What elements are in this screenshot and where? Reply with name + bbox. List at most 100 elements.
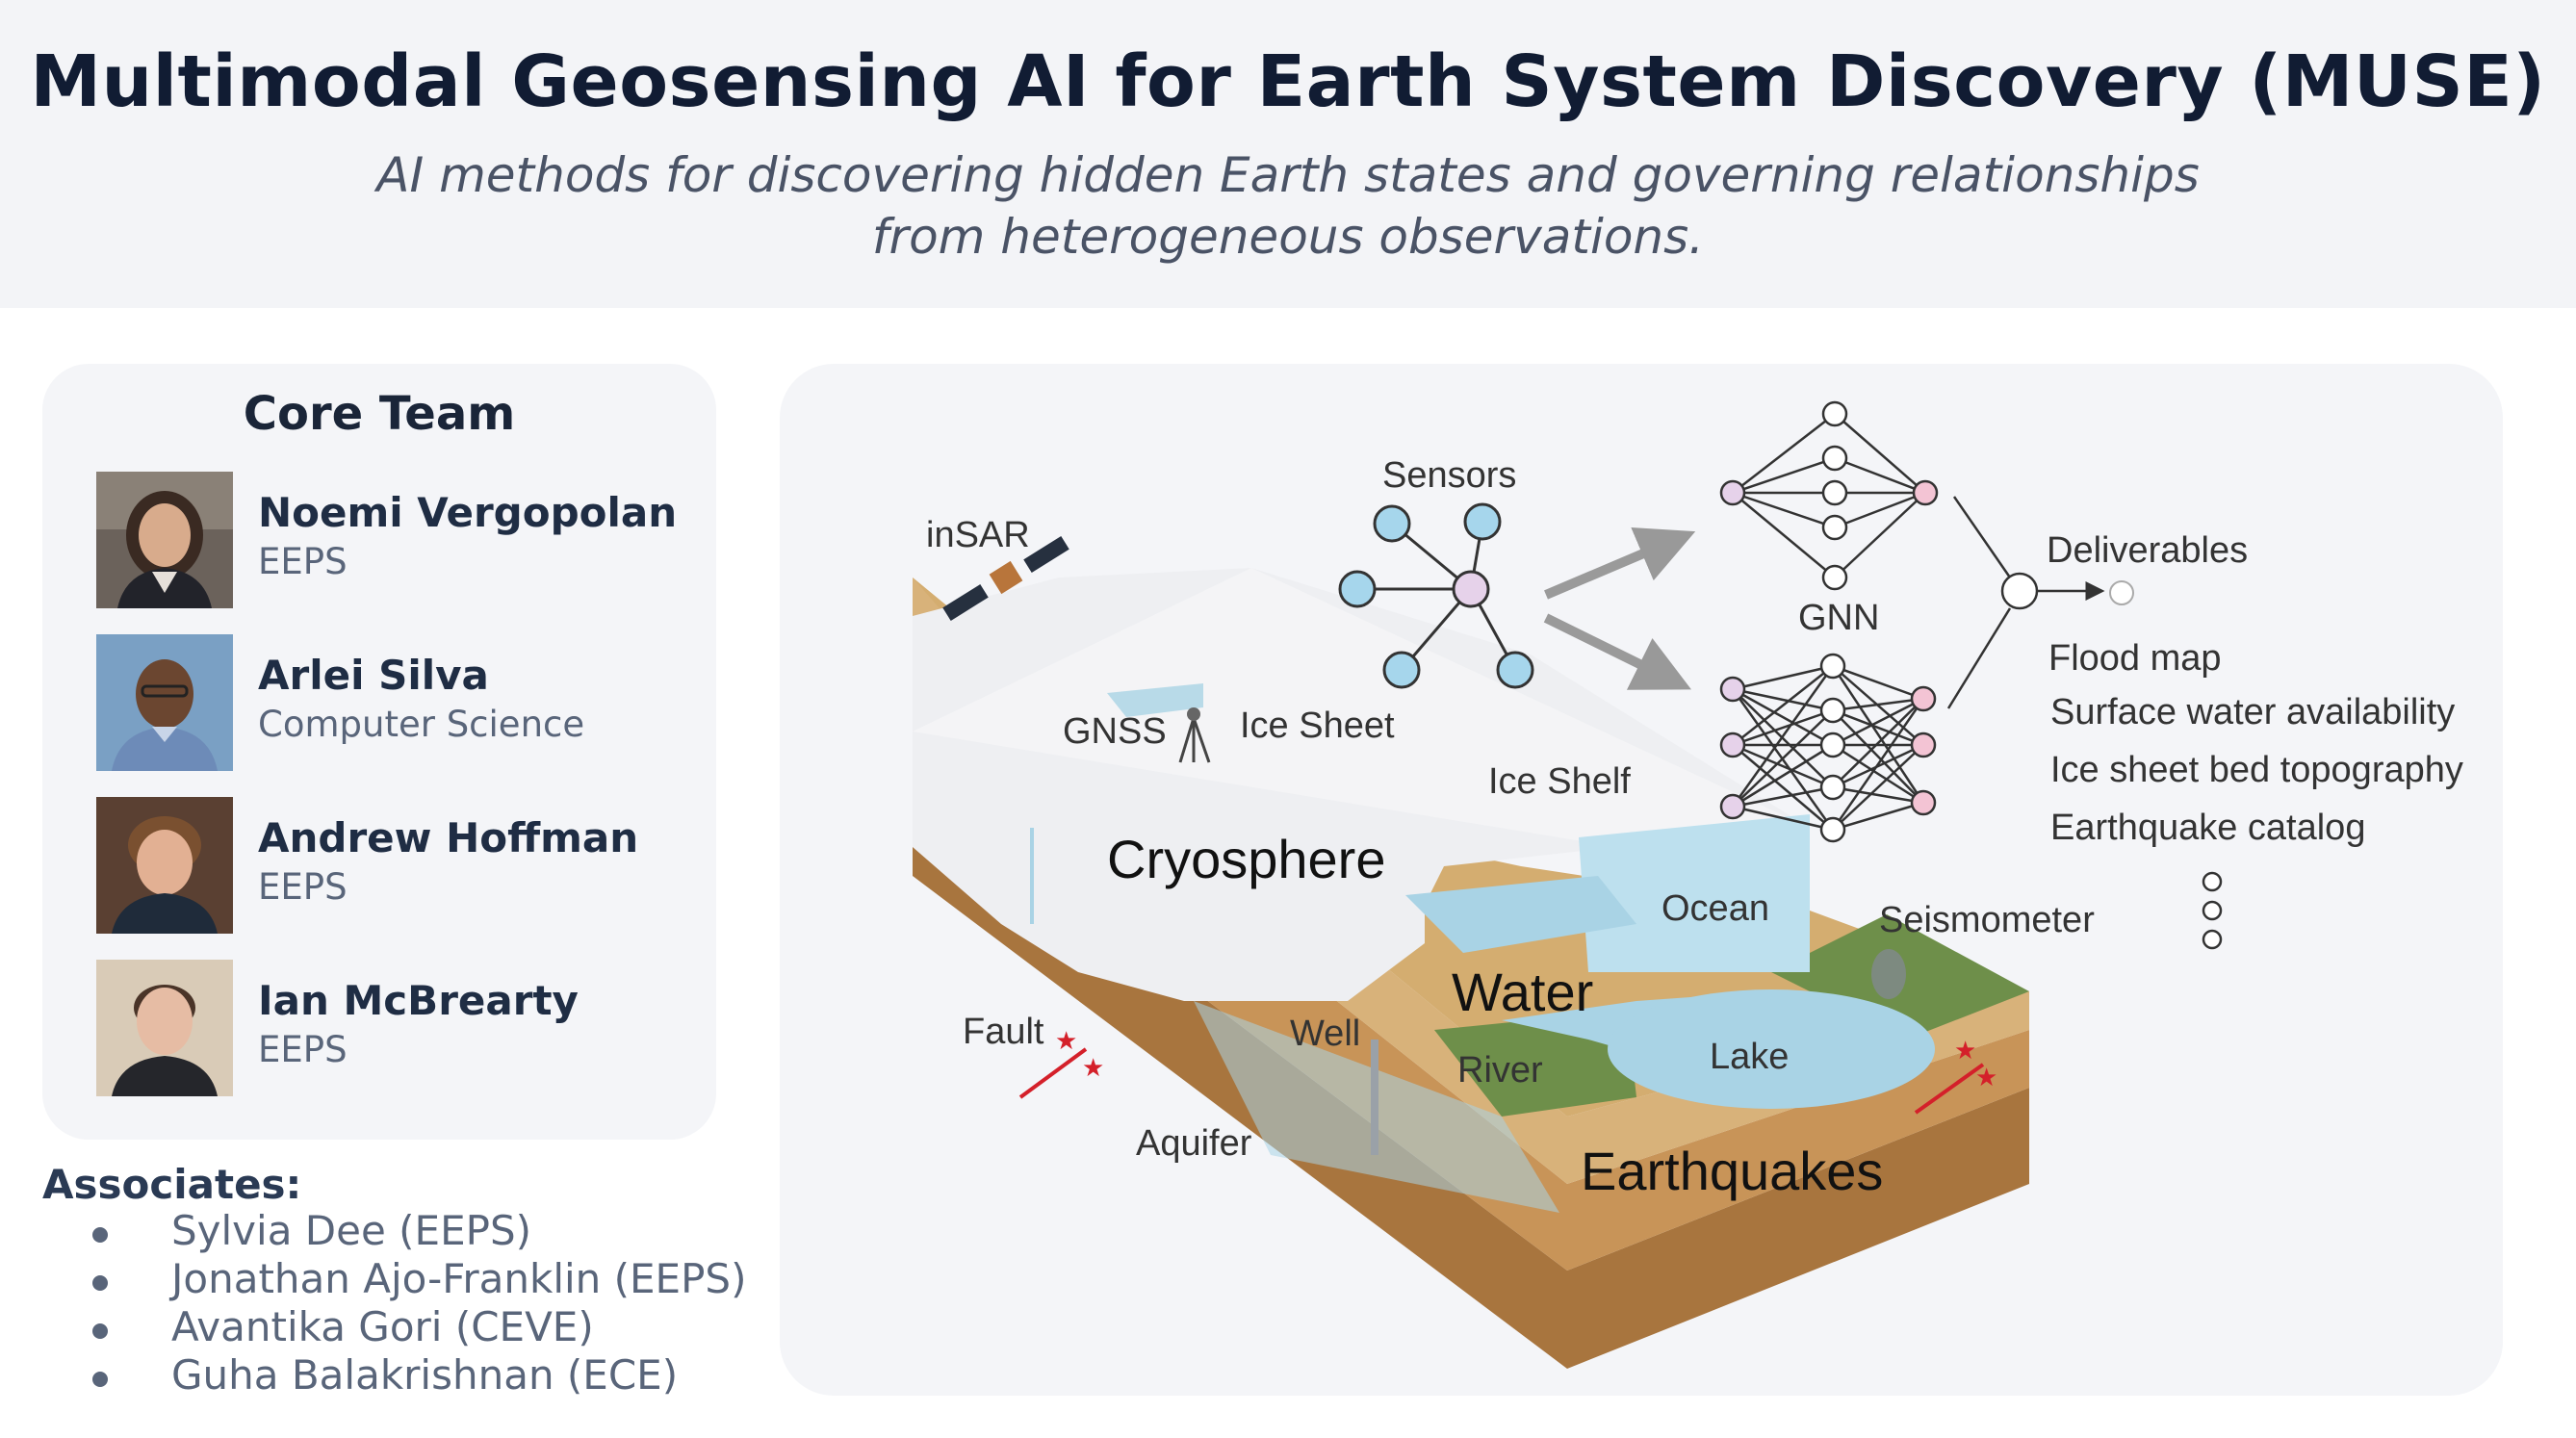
nn-node xyxy=(1719,676,1746,703)
nn-node xyxy=(1821,479,1848,506)
avatar xyxy=(96,634,233,771)
team-member: Ian McBrearty EEPS xyxy=(96,960,703,1096)
deliverable-item: Surface water availability xyxy=(2050,692,2455,732)
avatar xyxy=(96,960,233,1096)
member-name: Noemi Vergopolan xyxy=(258,489,678,536)
soil-right-bottom xyxy=(1567,1088,2029,1369)
star-icon: ★ xyxy=(1954,1036,1976,1065)
nn-node xyxy=(1821,564,1848,591)
output-node-icon xyxy=(2109,580,2134,605)
bullet-icon xyxy=(92,1275,108,1291)
header-band: Multimodal Geosensing AI for Earth Syste… xyxy=(0,0,2576,308)
merge-connector xyxy=(1946,496,2134,709)
nn-node xyxy=(1821,514,1848,541)
nn-node xyxy=(1912,479,1939,506)
label-gnss: GNSS xyxy=(1063,711,1167,752)
sensor-node xyxy=(1373,504,1411,543)
team-member: Arlei Silva Computer Science xyxy=(96,634,703,771)
seismometer-icon xyxy=(1871,949,1906,999)
combine-node-icon xyxy=(2000,572,2039,610)
nn-node xyxy=(1821,400,1848,427)
deliverable-item: Earthquake catalog xyxy=(2050,808,2365,848)
member-name: Ian McBrearty xyxy=(258,977,579,1024)
label-cryosphere: Cryosphere xyxy=(1107,829,1385,889)
label-ice-sheet: Ice Sheet xyxy=(1240,706,1395,746)
label-ocean: Ocean xyxy=(1662,888,1769,929)
arrow-to-gnn-bottom xyxy=(1543,613,1691,690)
member-dept: EEPS xyxy=(258,541,348,582)
bullet-icon xyxy=(92,1372,108,1387)
avatar xyxy=(96,797,233,934)
core-team-card: Core Team Noemi Vergopolan EEPS xyxy=(42,364,716,1140)
team-member: Andrew Hoffman EEPS xyxy=(96,797,703,934)
star-icon: ★ xyxy=(1082,1053,1104,1082)
neural-network-bottom-nodes xyxy=(1719,653,1937,843)
neural-network-top xyxy=(1732,413,1926,578)
satellite-icon xyxy=(942,536,1069,621)
nn-node xyxy=(1719,732,1746,758)
label-river: River xyxy=(1457,1050,1543,1091)
subtitle-line-2: from heterogeneous observations. xyxy=(871,209,1705,265)
label-aquifer: Aquifer xyxy=(1136,1123,1252,1164)
star-icon: ★ xyxy=(1055,1026,1077,1055)
neural-network-top-nodes xyxy=(1719,400,1939,591)
nn-node xyxy=(1719,479,1746,506)
neural-network-bottom xyxy=(1731,664,1925,832)
fault-marker-right: ★ ★ xyxy=(1914,1036,1997,1115)
land-surface xyxy=(913,578,2029,1117)
gnss-tripod-icon xyxy=(1178,707,1211,763)
label-fault: Fault xyxy=(963,1012,1044,1052)
nn-node xyxy=(1910,732,1937,758)
soil-right-middle xyxy=(1567,1030,2029,1271)
associates-title: Associates: xyxy=(42,1161,302,1208)
ocean-block xyxy=(1579,814,1810,972)
nn-node xyxy=(1719,793,1746,820)
label-ice-shelf: Ice Shelf xyxy=(1488,761,1631,802)
label-seismometer: Seismometer xyxy=(1879,900,2095,940)
nn-node xyxy=(1819,732,1846,758)
nn-node xyxy=(1819,816,1846,843)
subtitle-line-1: AI methods for discovering hidden Earth … xyxy=(376,147,2200,203)
avatar xyxy=(96,472,233,608)
nn-node xyxy=(1821,445,1848,472)
label-well: Well xyxy=(1290,1014,1360,1054)
label-water: Water xyxy=(1452,962,1593,1022)
sensor-node xyxy=(1382,651,1421,689)
arrow-to-gnn-top xyxy=(1544,526,1696,600)
core-team-title: Core Team xyxy=(243,387,516,441)
sensor-node xyxy=(1463,502,1502,541)
bullet-icon xyxy=(92,1227,108,1243)
fault-marker-left: ★ ★ xyxy=(1018,1026,1104,1099)
associate-name: Guha Balakrishnan (ECE) xyxy=(171,1351,679,1399)
cryosphere-block xyxy=(913,568,1810,1001)
member-dept: EEPS xyxy=(258,866,348,908)
earth-system-diagram: ★ ★ ★ ★ inSAR GNSS Ice Sheet Ice S xyxy=(780,364,2503,1396)
member-name: Andrew Hoffman xyxy=(258,814,639,861)
ellipsis-icon xyxy=(2202,871,2223,950)
nn-node xyxy=(1819,774,1846,801)
diagram-canvas: ★ ★ ★ ★ inSAR GNSS Ice Sheet Ice S xyxy=(913,400,2463,1369)
label-earthquakes: Earthquakes xyxy=(1581,1141,1883,1201)
star-icon: ★ xyxy=(1975,1063,1997,1091)
label-gnn: GNN xyxy=(1798,598,1879,638)
nn-node xyxy=(1910,685,1937,712)
ice-surface xyxy=(913,568,1810,847)
page-subtitle: AI methods for discovering hidden Earth … xyxy=(0,144,2576,268)
melt-pond xyxy=(1107,683,1203,717)
label-sensors: Sensors xyxy=(1382,455,1516,496)
lake-water xyxy=(1608,989,1935,1109)
sensor-node xyxy=(1338,570,1377,608)
team-member: Noemi Vergopolan EEPS xyxy=(96,472,703,608)
bullet-icon xyxy=(92,1323,108,1339)
label-deliverables: Deliverables xyxy=(2047,530,2248,571)
nn-node xyxy=(1819,653,1846,680)
page-title: Multimodal Geosensing AI for Earth Syste… xyxy=(30,40,2546,123)
nn-node xyxy=(1910,789,1937,816)
deliverable-item: Flood map xyxy=(2048,638,2222,679)
deliverable-item: Ice sheet bed topography xyxy=(2050,750,2463,790)
associate-name: Avantika Gori (CEVE) xyxy=(171,1303,594,1350)
sensor-node xyxy=(1496,651,1534,689)
sensor-hub-node xyxy=(1452,570,1490,608)
associate-name: Jonathan Ajo-Franklin (EEPS) xyxy=(171,1255,747,1302)
member-dept: EEPS xyxy=(258,1029,348,1070)
